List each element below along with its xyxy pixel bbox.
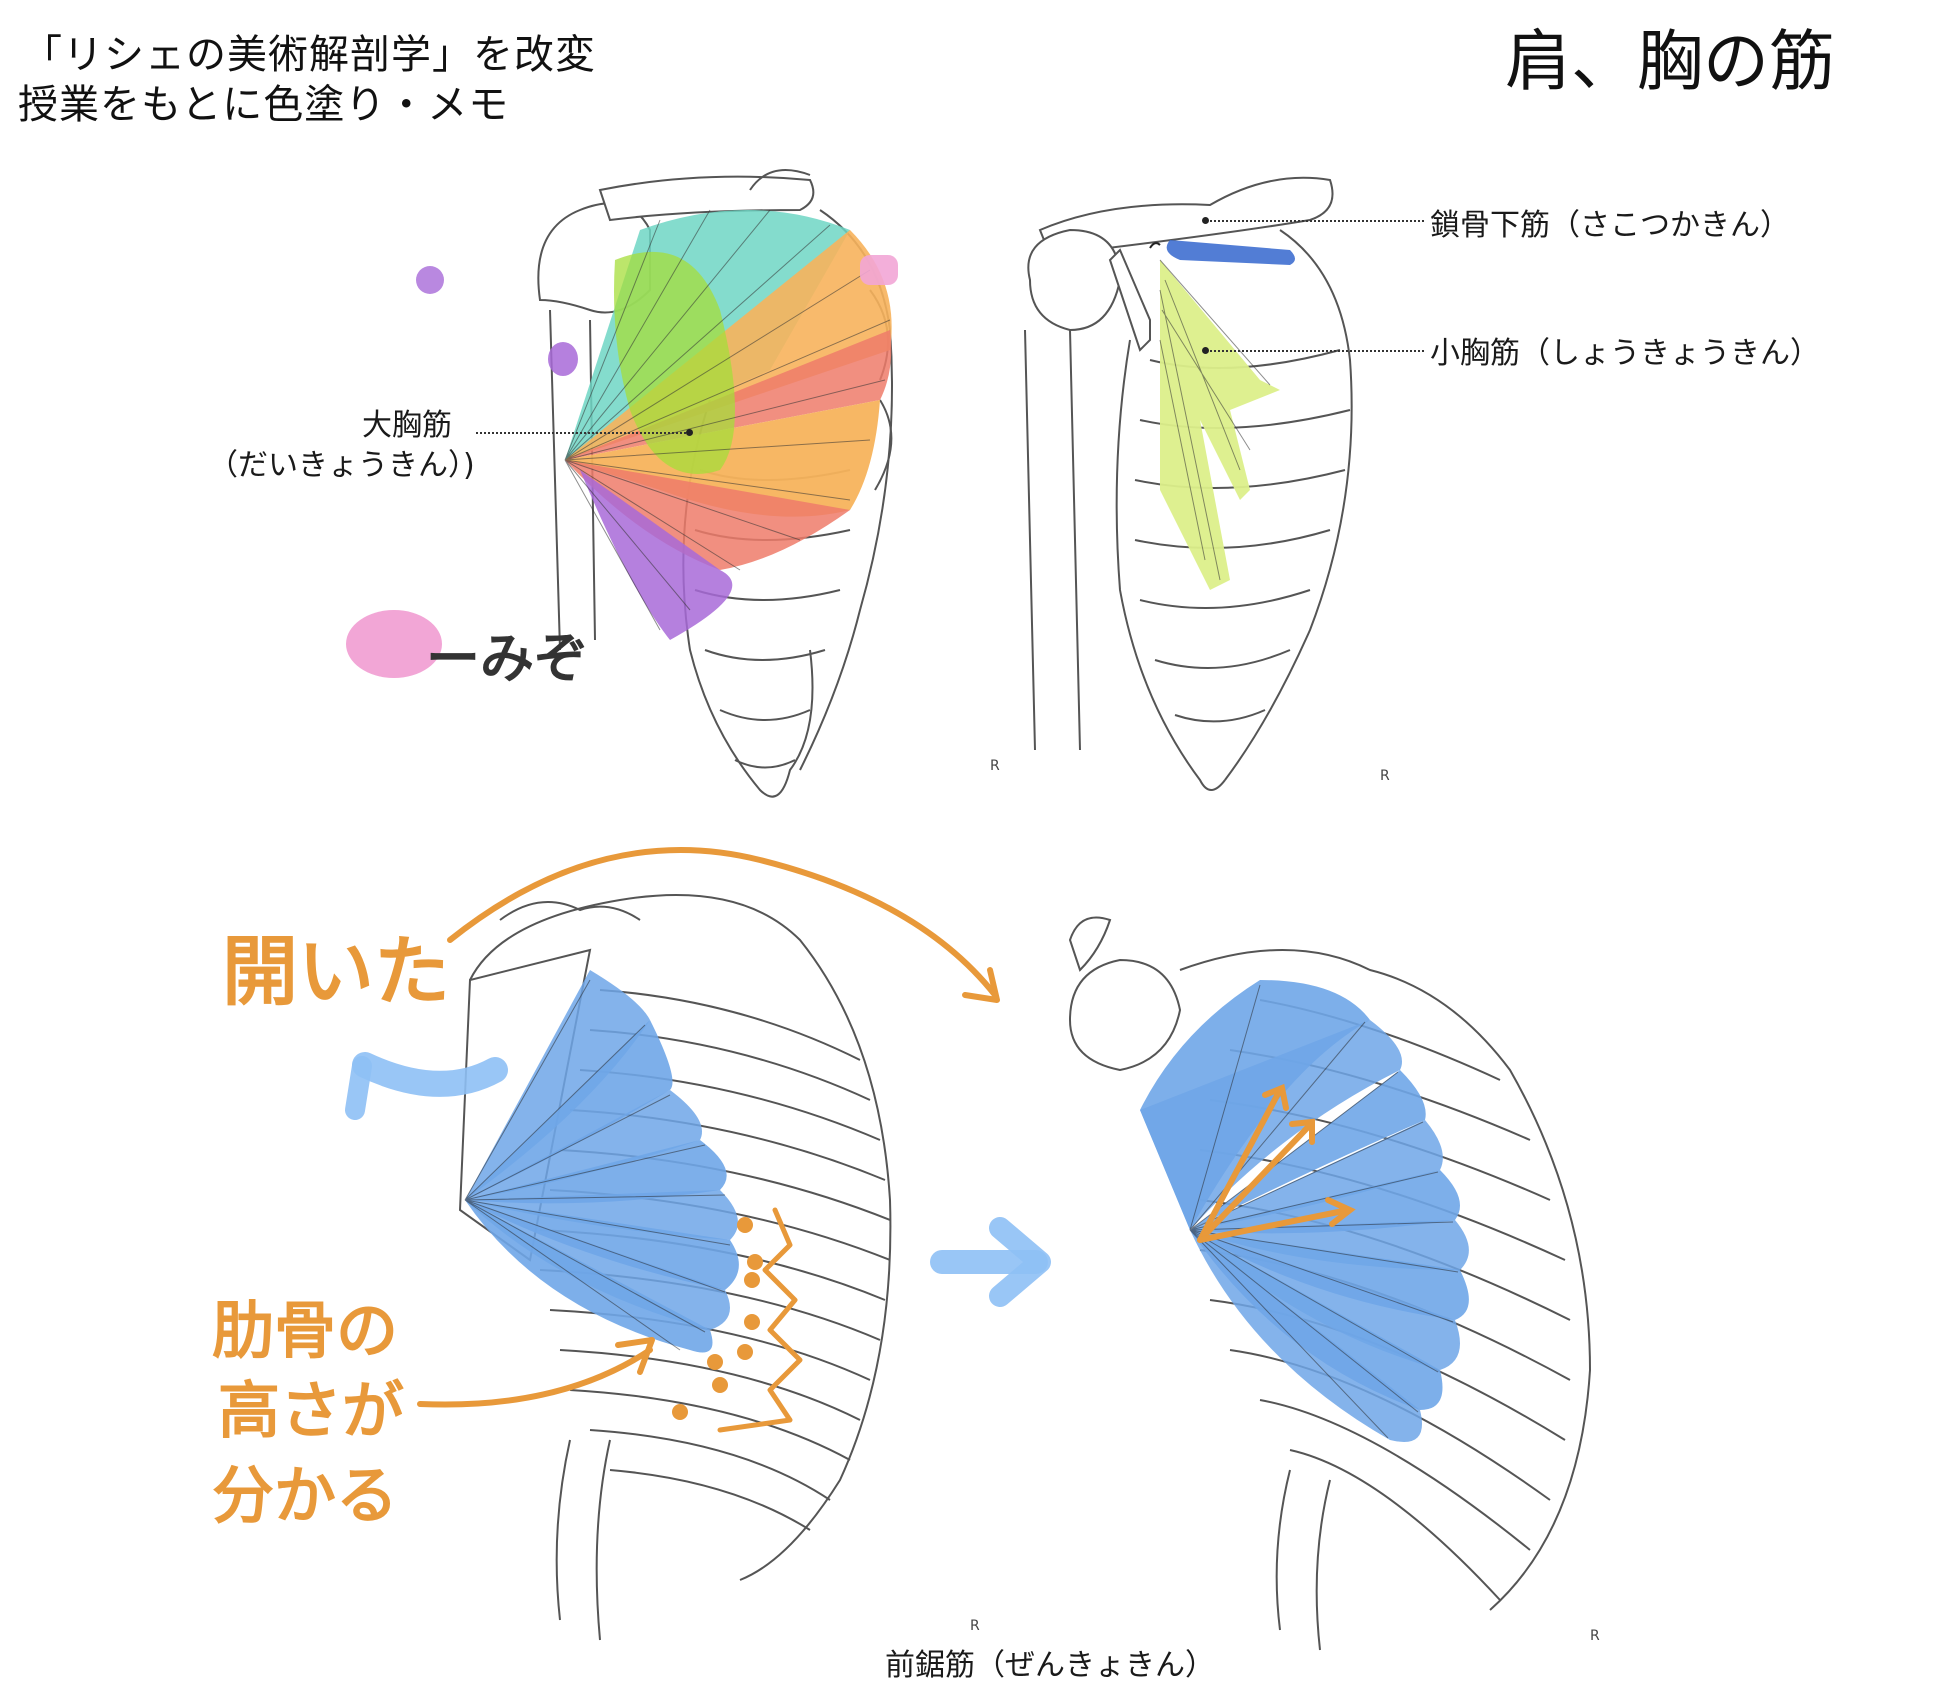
groove-note: ーみぞ bbox=[426, 627, 588, 690]
page-title: 肩、胸の筋 bbox=[1505, 23, 1835, 100]
svg-text:R: R bbox=[970, 1618, 980, 1634]
source-note-line1: 「リシェの美術解剖学」を改変 bbox=[22, 32, 596, 78]
pectoralis-minor-leader bbox=[1206, 350, 1424, 352]
rib-note-line2: 高さが bbox=[218, 1374, 405, 1447]
svg-text:R: R bbox=[990, 758, 1000, 774]
pectoralis-minor-figure: R bbox=[1024, 176, 1390, 791]
deltoid-edge-highlight bbox=[548, 342, 578, 376]
pectoralis-major-leader-dot bbox=[686, 429, 693, 436]
source-note-line2: 授業をもとに色塗り・メモ bbox=[18, 82, 510, 128]
pectoralis-minor-label: 小胸筋（しょうきょうきん） bbox=[1430, 336, 1820, 371]
subclavius-leader-dot bbox=[1202, 217, 1209, 224]
serratus-anterior-label: 前鋸筋（ぜんきょきん） bbox=[885, 1648, 1215, 1683]
pectoralis-major-leader bbox=[476, 432, 690, 434]
subclavius-label: 鎖骨下筋（さこつかきん） bbox=[1430, 208, 1790, 243]
pectoralis-major-reading: （だいきょうきん）) bbox=[208, 448, 475, 483]
pectoralis-major-figure: R bbox=[416, 169, 1000, 798]
svg-text:R: R bbox=[1380, 768, 1390, 784]
rib-note-line3: 分かる bbox=[212, 1459, 399, 1532]
groove-color-swatch bbox=[346, 610, 442, 678]
pectoralis-minor-leader-dot bbox=[1202, 347, 1209, 354]
opened-note: 開いた bbox=[222, 927, 450, 1016]
subclavius-leader bbox=[1206, 220, 1424, 222]
svg-text:R: R bbox=[1590, 1628, 1600, 1644]
pectoralis-major-label: 大胸筋 bbox=[362, 408, 452, 443]
rib-note-line1: 肋骨の bbox=[212, 1294, 399, 1367]
serratus-anterior-front-figure: R bbox=[1068, 916, 1600, 1651]
